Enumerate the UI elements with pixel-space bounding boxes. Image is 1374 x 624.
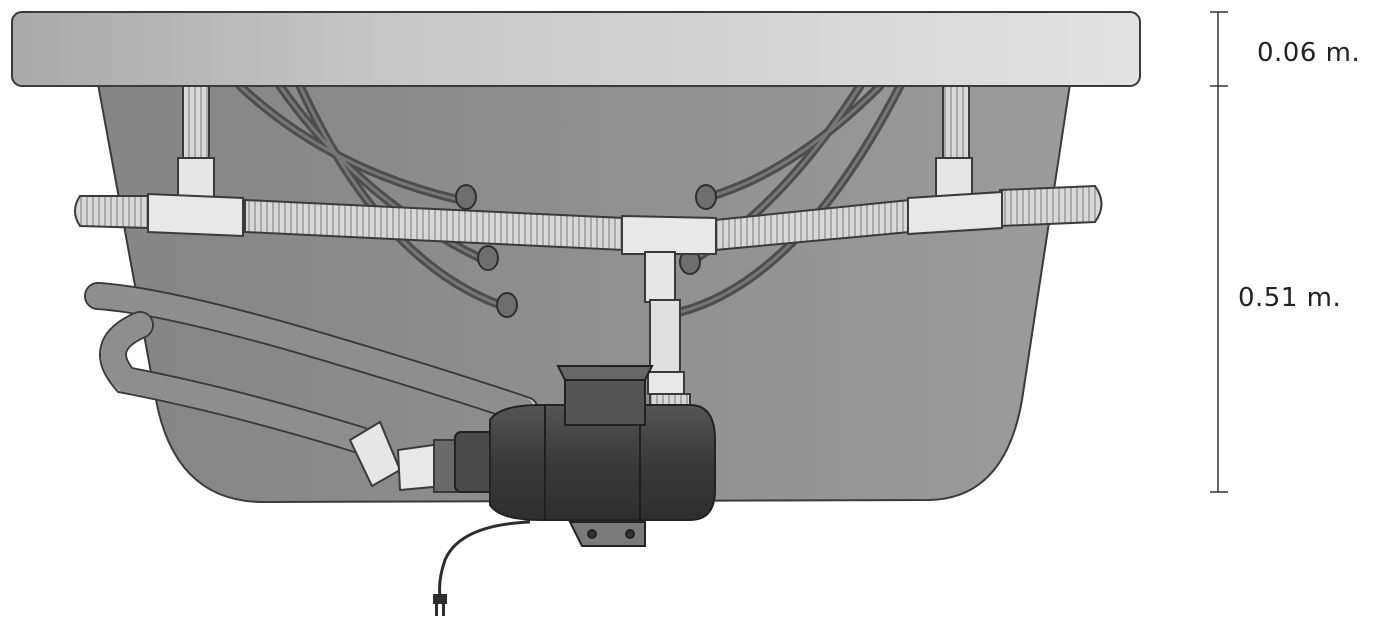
manifold-hose — [74, 184, 1103, 252]
tee-connectors — [147, 190, 1003, 255]
pump-motor — [454, 365, 716, 547]
rim-height-label: 0.06 m. — [1257, 38, 1361, 68]
jet-fittings — [455, 184, 717, 318]
power-cord — [433, 520, 531, 616]
suction-hose — [84, 282, 539, 454]
rim-hoses — [182, 85, 970, 162]
dimension-lines — [1210, 11, 1228, 493]
tub-depth-label: 0.51 m. — [1238, 283, 1342, 313]
tub-rim — [11, 11, 1141, 87]
